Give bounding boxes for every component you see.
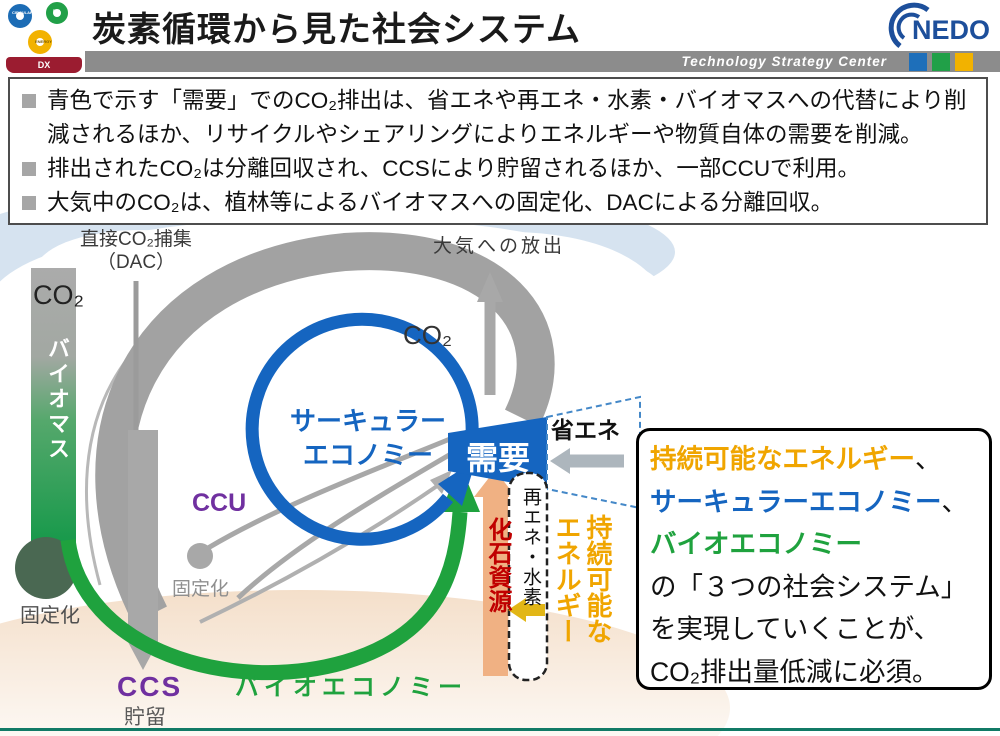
sustainable-energy-label: 持続可能な エネルギー — [552, 514, 613, 644]
renewable-hydrogen-box — [507, 471, 549, 682]
recycle-curve — [199, 470, 452, 624]
callout-line: サーキュラーエコノミー、 — [650, 486, 968, 517]
energy-ring-icon — [28, 30, 52, 54]
fossil-arrow — [474, 470, 516, 676]
strategy-bar: Technology Strategy Center — [85, 51, 1000, 72]
demand-funnel — [448, 417, 547, 489]
yellow-square-icon — [955, 52, 973, 71]
atmosphere-arrow — [477, 272, 503, 395]
bullet-item: 大気中のCO₂は、植林等によるバイオマスへの固定化、DACによる分離回収。 — [18, 186, 978, 220]
bullet-item: 排出されたCO₂は分離回収され、CCSにより貯留されるほか、一部CCUで利用。 — [18, 152, 978, 186]
bullet-square-icon — [22, 94, 36, 108]
nedo-swoosh-inner — [896, 12, 921, 40]
page-title: 炭素循環から見た社会システム — [92, 11, 581, 49]
logo-bio-label: BIO — [53, 8, 61, 13]
strategy-bar-text: Technology Strategy Center — [681, 54, 887, 69]
ccu-label: CCU — [192, 489, 247, 517]
ccs-bar — [128, 430, 158, 670]
fossil-resources-label: 化石資源 — [484, 517, 511, 613]
biomass-label: バイオマス — [45, 337, 70, 462]
ccs-label: CCS — [117, 671, 183, 702]
bullet-text: 排出されたCO₂は分離回収され、CCSにより貯留されるほか、一部CCUで利用。 — [47, 156, 861, 181]
dac-label: 直接CO₂捕集 （DAC） — [80, 229, 192, 273]
callout-line: CO₂排出量低減に必須。 — [650, 656, 939, 687]
bullet-text: 大気中のCO₂は、植林等によるバイオマスへの固定化、DACによる分離回収。 — [47, 190, 834, 215]
logo-dx-banner: DX — [6, 57, 82, 73]
biomass-bar — [15, 268, 77, 599]
nedo-logo: NEDO — [872, 2, 996, 52]
callout-line: バイオエコノミー — [650, 529, 862, 559]
co2-flow-band — [95, 232, 555, 624]
ccs-storage-label: 貯留 — [124, 706, 166, 729]
bio-ring-icon — [46, 2, 68, 24]
co2-source-label: CO₂ — [33, 280, 84, 310]
bullet-square-icon — [22, 162, 36, 176]
header-logo: CIRCULAR BIO ENERGY DX — [4, 2, 86, 74]
footer-rule — [0, 728, 1000, 731]
nedo-text: NEDO — [912, 15, 990, 45]
demand-label: 需要 — [465, 440, 530, 476]
nedo-swoosh-outer — [888, 2, 930, 48]
energy-saving-label: 省エネ — [551, 417, 620, 443]
logo-energy-label: ENERGY — [35, 39, 52, 44]
energy-saving-funnel — [546, 395, 641, 510]
ccu-curves — [187, 427, 480, 600]
logo-circular-label: CIRCULAR — [12, 10, 33, 15]
fixation-ccu-label: 固定化 — [172, 579, 230, 600]
co2-flow-label: CO₂ — [403, 320, 453, 350]
bullet-square-icon — [22, 196, 36, 210]
circular-economy-label: サーキュラー エコノミー — [289, 406, 446, 470]
callout-line: の「３つの社会システム」 — [650, 571, 968, 602]
circular-ring-icon — [8, 4, 32, 28]
callout-line: 持続可能なエネルギー、 — [650, 444, 942, 474]
atmosphere-release-label: 大気への放出 — [433, 236, 566, 257]
bullet-text: 青色で示す「需要」でのCO₂排出は、省エネや再エネ・水素・バイオマスへの代替によ… — [47, 88, 967, 147]
bullet-item: 青色で示す「需要」でのCO₂排出は、省エネや再エネ・水素・バイオマスへの代替によ… — [18, 84, 978, 152]
summary-box: 青色で示す「需要」でのCO₂排出は、省エネや再エネ・水素・バイオマスへの代替によ… — [8, 77, 988, 225]
fixation-biomass-label: 固定化 — [20, 605, 80, 627]
callout-line: を実現していくことが、 — [650, 614, 941, 644]
blue-square-icon — [909, 52, 927, 71]
renewable-hydrogen-label: 再エネ・水素 — [520, 487, 541, 607]
bioeconomy-label: バイオエコノミー — [235, 674, 467, 701]
green-square-icon — [932, 52, 950, 71]
three-systems-callout: 持続可能なエネルギー、 サーキュラーエコノミー、 バイオエコノミー の「３つの社… — [636, 428, 992, 690]
